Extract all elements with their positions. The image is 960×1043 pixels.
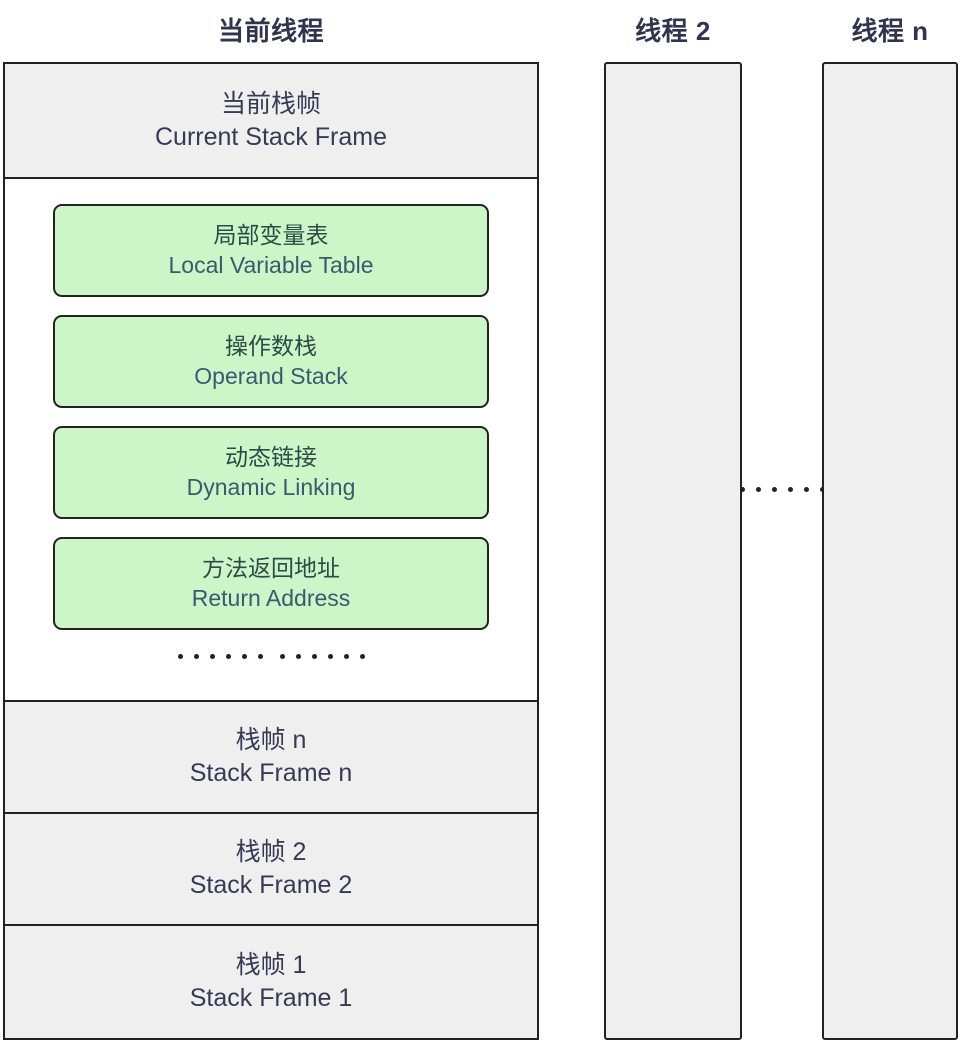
thread-n-stack-column	[822, 62, 958, 1040]
stack-frame-2-row: 栈帧 2 Stack Frame 2	[5, 814, 537, 926]
operand-stack-label-en: Operand Stack	[194, 362, 348, 389]
current-stack-frame-label-cn: 当前栈帧	[220, 89, 321, 118]
operand-stack-label-cn: 操作数栈	[225, 332, 317, 359]
return-address-box: 方法返回地址 Return Address	[53, 537, 489, 630]
stack-frame-1-label-en: Stack Frame 1	[189, 984, 353, 1012]
current-thread-stack: 当前栈帧 Current Stack Frame 局部变量表 Local Var…	[3, 62, 539, 1040]
stack-frame-2-label-en: Stack Frame 2	[189, 871, 353, 899]
stack-frame-1-label-cn: 栈帧 1	[235, 951, 307, 979]
stack-frame-n-row: 栈帧 n Stack Frame n	[5, 702, 537, 814]
local-variable-table-box: 局部变量表 Local Variable Table	[53, 204, 489, 297]
current-thread-title: 当前线程	[217, 16, 324, 46]
operand-stack-box: 操作数栈 Operand Stack	[53, 315, 489, 408]
return-address-label-cn: 方法返回地址	[202, 554, 340, 581]
thread-2-stack-column	[604, 62, 742, 1040]
ellipsis-group-2-icon	[279, 654, 365, 659]
dynamic-linking-label-en: Dynamic Linking	[186, 473, 356, 500]
between-threads-dots-icon	[739, 487, 825, 492]
between-threads-ellipsis-icon	[739, 487, 825, 492]
stack-frame-2-label-cn: 栈帧 2	[235, 838, 307, 866]
ellipsis-group-1-icon	[177, 654, 263, 659]
current-stack-frame-row: 当前栈帧 Current Stack Frame	[5, 64, 537, 179]
local-variable-table-label-en: Local Variable Table	[168, 251, 374, 278]
thread-2-title: 线程 2	[635, 16, 711, 46]
stack-frame-1-row: 栈帧 1 Stack Frame 1	[5, 926, 537, 1038]
current-stack-frame-label-en: Current Stack Frame	[154, 122, 387, 151]
stack-frame-n-label-cn: 栈帧 n	[235, 726, 307, 754]
dynamic-linking-box: 动态链接 Dynamic Linking	[53, 426, 489, 519]
frame-parts-ellipsis-icon	[177, 654, 365, 659]
return-address-label-en: Return Address	[191, 584, 351, 611]
thread-n-title: 线程 n	[851, 16, 929, 46]
stack-frame-n-label-en: Stack Frame n	[189, 759, 353, 787]
current-frame-detail-section: 局部变量表 Local Variable Table 操作数栈 Operand …	[5, 179, 537, 702]
local-variable-table-label-cn: 局部变量表	[213, 221, 329, 248]
dynamic-linking-label-cn: 动态链接	[225, 443, 317, 470]
